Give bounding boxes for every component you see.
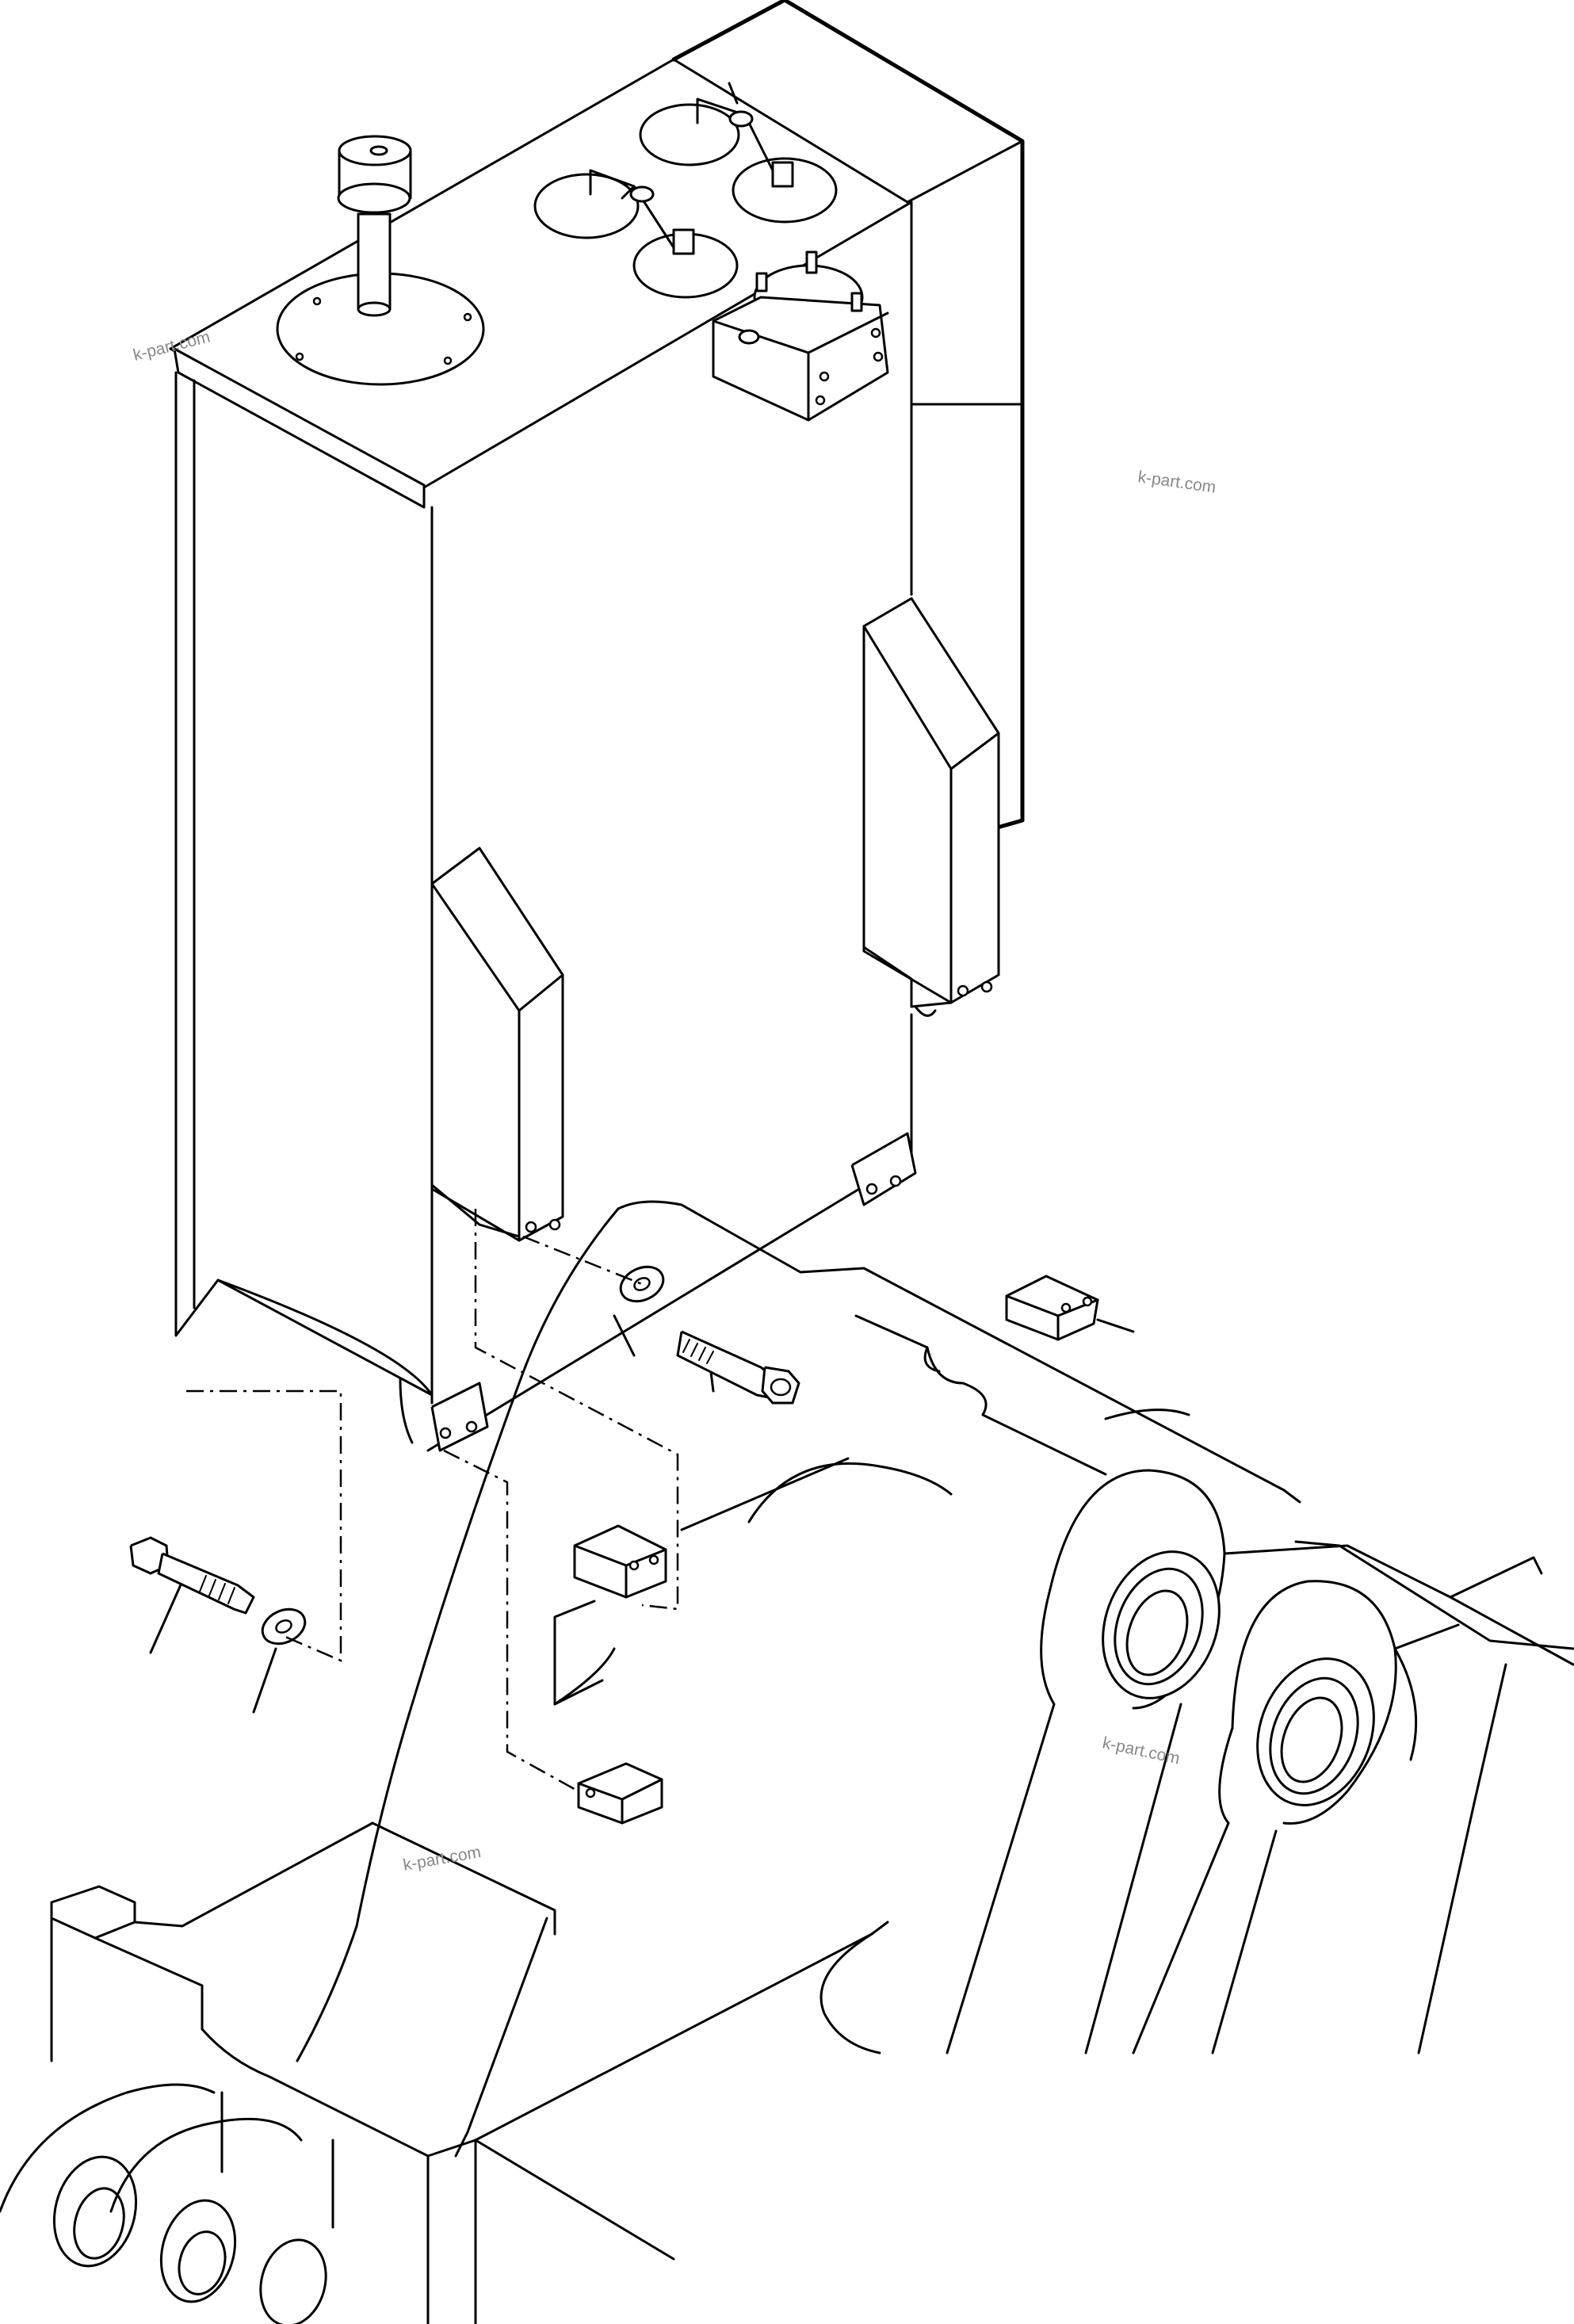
watermark-1: k-part.com [132, 328, 212, 365]
bolt-upper [619, 1265, 800, 1405]
watermark-2: k-part.com [1137, 468, 1217, 497]
watermark-3: k-part.com [1101, 1733, 1182, 1768]
watermarks: k-part.com k-part.com k-part.com k-part.… [132, 328, 1217, 1875]
lower-left-brackets [0, 1821, 675, 2324]
revolving-frame [0, 1200, 1574, 2324]
assembly-lines [186, 1209, 679, 1793]
boom-foot-boss-left [946, 1469, 1226, 2055]
bolt-lower [129, 1536, 307, 1646]
hydraulic-tank [169, 0, 1025, 1452]
callout-leaders [149, 82, 1135, 1714]
boom-foot-boss-right [1132, 1580, 1397, 2055]
spacer-blocks [573, 1275, 1099, 1825]
